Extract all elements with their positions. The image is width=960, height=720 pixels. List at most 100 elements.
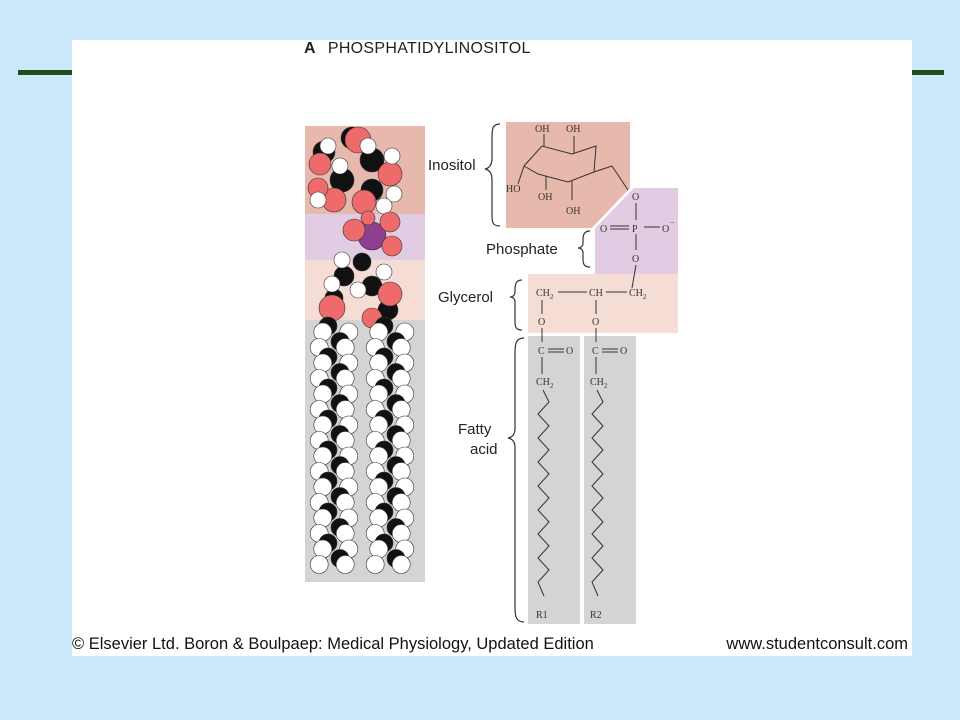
head-atom-11 bbox=[359, 137, 377, 155]
head-atom-12 bbox=[383, 147, 401, 165]
chain2-hydrogen-left-8 bbox=[369, 446, 389, 466]
r2-label: R2 bbox=[590, 610, 602, 621]
chain2-hydrogen-left-12 bbox=[369, 508, 389, 528]
glycerol-ch-middle: CH bbox=[589, 288, 603, 299]
chain2-hydrogen-right-3 bbox=[391, 369, 411, 388]
fatty-acid-zigzag-1 bbox=[537, 389, 550, 597]
head-atom-7 bbox=[377, 161, 403, 187]
chain2-hydrogen-left-10 bbox=[369, 477, 389, 497]
formula-inositol-region bbox=[506, 122, 630, 228]
formula-phosphate-region bbox=[595, 188, 678, 274]
molecule-name: PHOSPHATIDYLINOSITOL bbox=[327, 40, 531, 57]
carbonyl-c-2: C bbox=[592, 346, 599, 357]
chain1-hydrogen-right-15 bbox=[335, 555, 355, 574]
chain2-hydrogen-right-15 bbox=[391, 555, 411, 574]
label-inositol: Inositol bbox=[428, 157, 476, 174]
credit-url: www.studentconsult.com bbox=[726, 635, 908, 653]
inositol-oh-2: OH bbox=[566, 124, 580, 135]
inositol-ho: HO bbox=[506, 184, 520, 195]
chain1-hydrogen-right-9 bbox=[335, 462, 355, 481]
phosphate-charge: − bbox=[670, 218, 675, 227]
head-atom-5 bbox=[308, 152, 332, 176]
credit-text: © Elsevier Ltd. Boron & Boulpaep: Medica… bbox=[72, 635, 594, 653]
formula-fatty-acid-chain-1 bbox=[528, 336, 580, 624]
carbonyl-o-1: O bbox=[566, 346, 573, 357]
phosphate-o-minus: O bbox=[662, 224, 669, 235]
chain2-hydrogen-right-9 bbox=[391, 462, 411, 481]
chain1-hydrogen-left-8 bbox=[313, 446, 333, 466]
glycerol-atom-8 bbox=[323, 275, 341, 293]
chain1-hydrogen-left-15 bbox=[309, 555, 329, 574]
chain2-hydrogen-right-11 bbox=[391, 493, 411, 512]
chain2-hydrogen-left-4 bbox=[369, 384, 389, 404]
space-filling-model bbox=[305, 126, 425, 582]
chain2-hydrogen-right-13 bbox=[391, 524, 411, 543]
phosphate-oxygen-1 bbox=[342, 218, 366, 242]
glycerol-atom-6 bbox=[349, 281, 367, 299]
chain1-hydrogen-right-7 bbox=[335, 431, 355, 450]
chain1-hydrogen-right-1 bbox=[335, 338, 355, 357]
phosphate-o-bottom: O bbox=[632, 254, 639, 265]
inositol-oh-4: OH bbox=[566, 206, 580, 217]
header-rule-left bbox=[18, 70, 78, 75]
inositol-oh-3: OH bbox=[538, 192, 552, 203]
phosphate-p: P bbox=[632, 224, 638, 235]
ester-o-2: O bbox=[592, 317, 599, 328]
chain-ch2-2: CH2 bbox=[590, 377, 608, 390]
phosphate-oxygen-4 bbox=[360, 210, 376, 226]
label-phosphate: Phosphate bbox=[486, 241, 558, 258]
atom-spheres bbox=[307, 126, 415, 574]
head-atom-10 bbox=[319, 137, 337, 155]
chain1-hydrogen-left-10 bbox=[313, 477, 333, 497]
brace-fatty-acid bbox=[507, 337, 525, 623]
chain-ch2-1: CH2 bbox=[536, 377, 554, 390]
glycerol-atom-10 bbox=[377, 281, 403, 307]
ester-o-1: O bbox=[538, 317, 545, 328]
figure-title: A PHOSPHATIDYLINOSITOL bbox=[304, 40, 531, 58]
chain2-hydrogen-left-6 bbox=[369, 415, 389, 435]
glycerol-ch2-right: CH2 bbox=[629, 288, 647, 301]
glycerol-atom-5 bbox=[333, 251, 351, 269]
chain2-hydrogen-right-7 bbox=[391, 431, 411, 450]
panel-letter: A bbox=[304, 40, 316, 57]
phosphate-oxygen-2 bbox=[379, 211, 401, 233]
brace-phosphate bbox=[577, 230, 591, 268]
chain2-hydrogen-left-0 bbox=[369, 322, 389, 342]
inositol-oh-1: OH bbox=[535, 124, 549, 135]
head-atom-17 bbox=[375, 197, 393, 215]
inositol-ring bbox=[517, 134, 629, 200]
formula-glycerol-region bbox=[528, 274, 678, 333]
chain1-hydrogen-left-6 bbox=[313, 415, 333, 435]
fatty-acid-zigzag-2 bbox=[591, 389, 604, 597]
phosphatidylinositol-diagram: OH OH OH OH HO O P O O − O CH2 CH CH2 bbox=[305, 122, 678, 624]
chain2-hydrogen-right-5 bbox=[391, 400, 411, 419]
chain1-hydrogen-left-2 bbox=[313, 353, 333, 373]
chain1-hydrogen-left-0 bbox=[313, 322, 333, 342]
chain1-hydrogen-right-5 bbox=[335, 400, 355, 419]
chain2-hydrogen-right-1 bbox=[391, 338, 411, 357]
chain1-hydrogen-left-14 bbox=[313, 539, 333, 559]
chain1-hydrogen-right-11 bbox=[335, 493, 355, 512]
r1-label: R1 bbox=[536, 610, 548, 621]
label-glycerol: Glycerol bbox=[438, 289, 493, 306]
carbonyl-c-1: C bbox=[538, 346, 545, 357]
figure-panel: A PHOSPHATIDYLINOSITOL bbox=[72, 40, 912, 656]
chain1-hydrogen-left-12 bbox=[313, 508, 333, 528]
label-fatty-acid-line1: Fatty bbox=[458, 421, 492, 438]
chain2-hydrogen-left-2 bbox=[369, 353, 389, 373]
head-atom-14 bbox=[385, 185, 403, 203]
structural-formula: OH OH OH OH HO O P O O − O CH2 CH CH2 bbox=[428, 122, 678, 624]
chain1-hydrogen-right-3 bbox=[335, 369, 355, 388]
chain1-hydrogen-left-4 bbox=[313, 384, 333, 404]
brace-glycerol bbox=[509, 279, 523, 331]
label-fatty-acid-line2: acid bbox=[470, 441, 498, 458]
head-atom-13 bbox=[309, 191, 327, 209]
chain2-hydrogen-left-15 bbox=[365, 555, 385, 574]
chain2-hydrogen-left-14 bbox=[369, 539, 389, 559]
head-atom-15 bbox=[351, 189, 377, 215]
carbonyl-o-2: O bbox=[620, 346, 627, 357]
phosphate-oxygen-3 bbox=[381, 235, 403, 257]
chain1-hydrogen-right-13 bbox=[335, 524, 355, 543]
formula-fatty-acid-chain-2 bbox=[584, 336, 636, 624]
phosphate-o-top: O bbox=[632, 192, 639, 203]
